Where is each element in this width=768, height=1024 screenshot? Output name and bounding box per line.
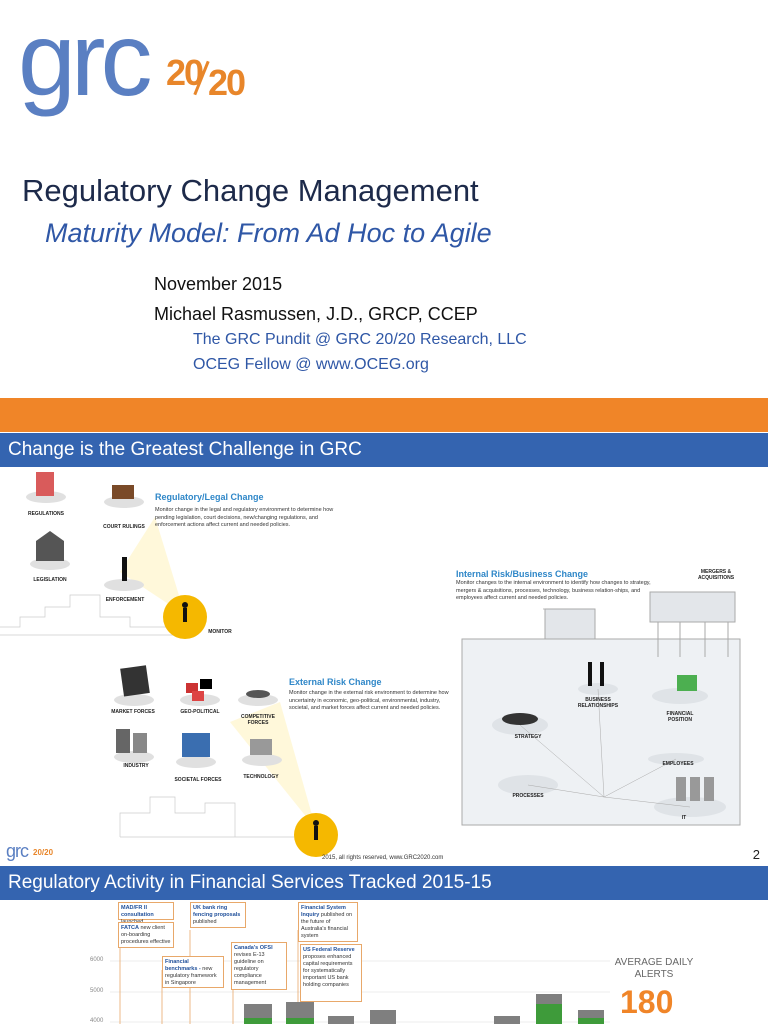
author-affiliation-oceg: OCEG Fellow @ www.OCEG.org [193,356,429,373]
change-infographic-graphic [0,472,741,857]
y-tick-6000: 6000 [90,957,104,963]
y-tick-4000: 4000 [90,1018,104,1024]
label-geo-political: GEO-POLITICAL [180,709,220,715]
note-canada-osfi: Canada's OFSI revises E-13 guideline on … [231,942,287,990]
skyline-top-left [0,594,175,636]
regulatory-change-heading: Regulatory/Legal Change [155,492,264,502]
note-mad-fr: MAD/FR II consultation launched [118,902,174,925]
note-uk-ring-fencing: UK bank ring fencing proposals published [190,902,246,928]
average-daily-alerts-label: AVERAGE DAILY ALERTS [614,957,694,980]
grc-logo-2020-right: 20 [208,62,246,103]
slide-header-regulatory-activity: Regulatory Activity in Financial Service… [0,866,768,900]
label-processes: PROCESSES [512,793,544,799]
beam-external [230,702,316,829]
copyright-text: 2015, all rights reserved, www.GRC2020.c… [322,855,444,861]
label-financial-position: FINANCIAL POSITION [666,711,694,723]
external-change-heading: External Risk Change [289,677,382,687]
footer-logo-text: grc [6,841,29,861]
author-affiliation-grc: The GRC Pundit @ GRC 20/20 Research, LLC [193,331,527,348]
footer-logo-number: 20/20 [33,848,54,857]
regulatory-icons [26,472,144,591]
change-infographic-slide: Regulatory/Legal Change Monitor change i… [0,467,768,866]
label-enforcement: ENFORCEMENT [105,597,145,603]
slide-subtitle: Maturity Model: From Ad Hoc to Agile [45,218,492,248]
internal-change-description: Monitor changes to the internal environm… [456,580,651,601]
slide-title: Regulatory Change Management [22,173,479,208]
label-employees: EMPLOYEES [662,761,694,767]
skyline-bottom [119,796,300,838]
label-it: IT [681,815,687,821]
label-mergers: MERGERS & ACQUISITIONS [697,569,735,581]
activity-bars [244,994,604,1024]
internal-change-heading: Internal Risk/Business Change [456,569,589,579]
label-strategy: STRATEGY [514,734,542,740]
label-regulations: REGULATIONS [27,511,65,517]
note-fatca: FATCA new client on-boarding procedures … [118,922,174,948]
label-monitor: MONITOR [208,629,232,635]
external-change-description: Monitor change in the external risk envi… [289,690,449,711]
presentation-date: November 2015 [154,274,283,294]
label-legislation: LEGISLATION [33,577,67,583]
label-market-forces: MARKET FORCES [111,709,155,715]
author-name: Michael Rasmussen, J.D., GRCP, CCEP [154,304,478,324]
internal-connector-lines [519,688,691,808]
page-number: 2 [752,847,760,862]
y-tick-5000: 5000 [90,988,104,994]
orange-divider-bar [0,398,768,432]
label-societal-forces: SOCIETAL FORCES [174,777,222,783]
average-daily-alerts-value: 180 [620,984,674,1020]
note-us-federal-reserve: US Federal Reserve proposes enhanced cap… [300,944,362,1002]
external-icons [114,665,282,768]
label-competitive-forces: COMPETITIVE FORCES [241,714,275,726]
regulatory-activity-slide: 6000 5000 4000 MAD/FR II consultation la… [0,900,768,1024]
label-business-relationships: BUSINESS RELATIONSHIPS [577,697,619,709]
slide-header-change-challenge: Change is the Greatest Challenge in GRC [0,433,768,467]
label-industry: INDUSTRY [123,763,149,769]
grc-logo-text: grc [18,2,153,118]
label-technology: TECHNOLOGY [243,774,279,780]
label-court-rulings: COURT RULINGS [103,524,145,530]
beam-regulatory [120,517,185,615]
note-financial-system-inquiry: Financial System Inquiry published on th… [298,902,358,942]
note-financial-benchmarks: Financial benchmarks - new regulatory fr… [162,956,224,988]
regulatory-activity-graphic [110,930,610,1024]
regulatory-change-description: Monitor change in the legal and regulato… [155,507,334,528]
